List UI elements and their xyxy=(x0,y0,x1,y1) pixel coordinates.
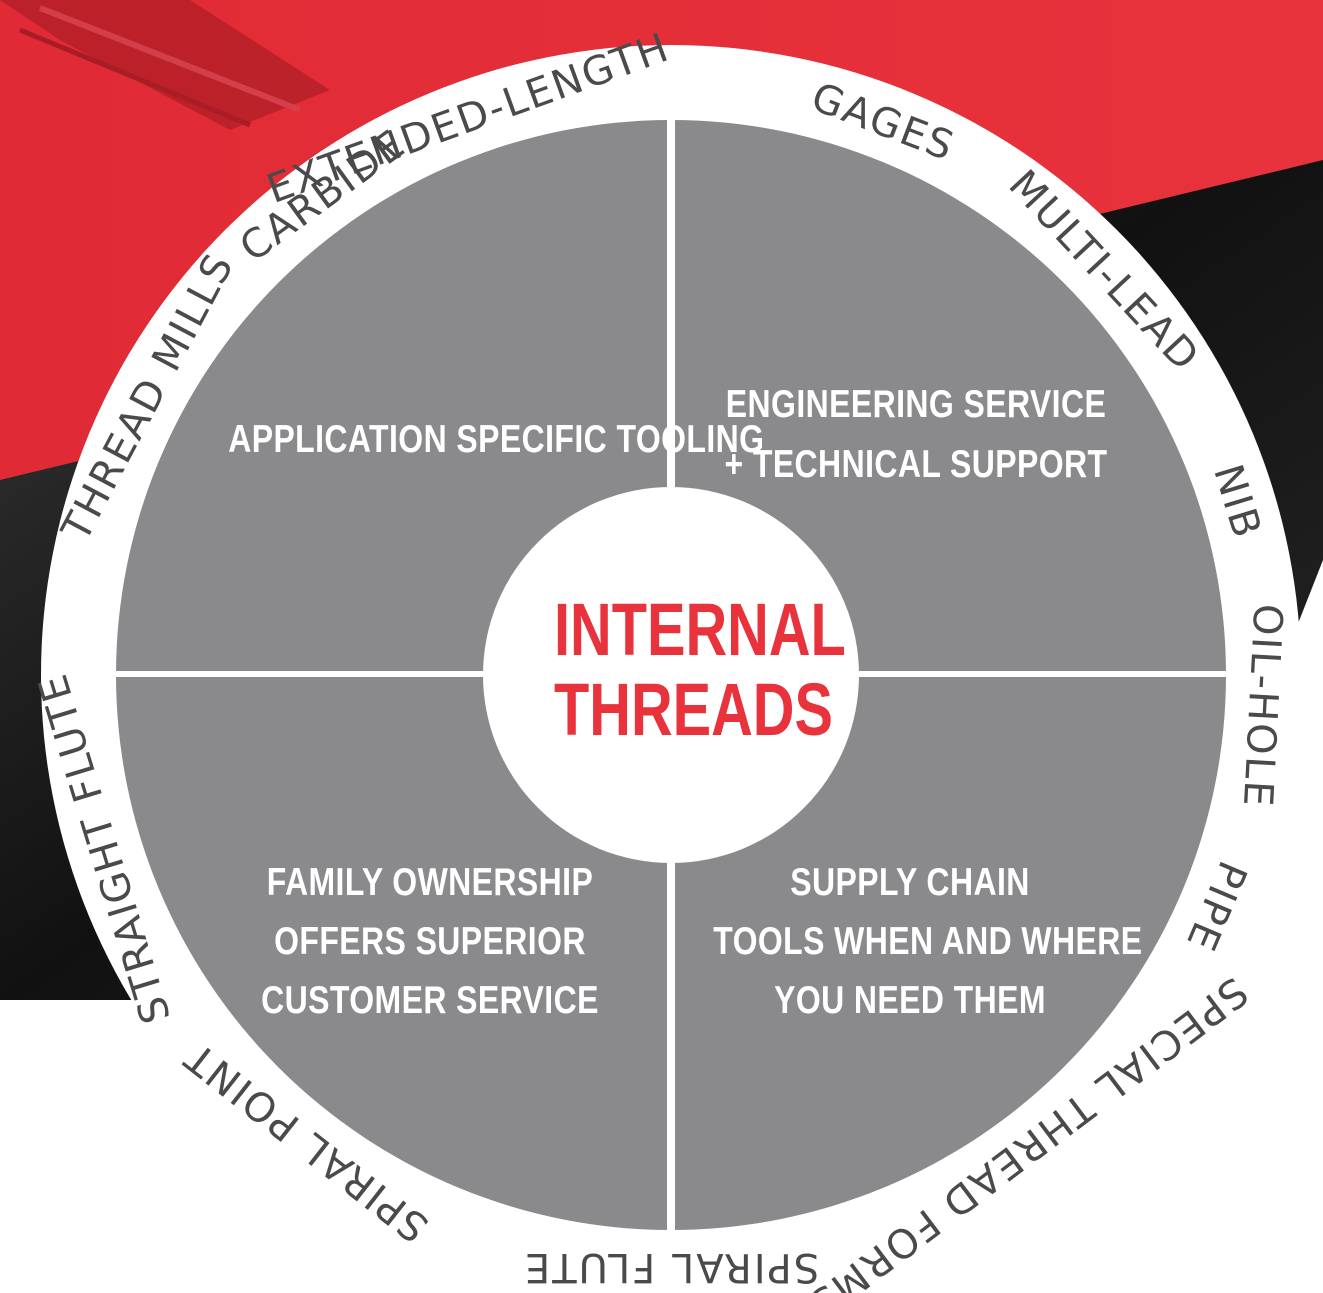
tap-tool-image xyxy=(0,0,330,130)
quadrant-line: SUPPLY CHAIN xyxy=(790,861,1030,904)
center-circle xyxy=(483,487,859,863)
quadrant-bottom-left-text: FAMILY OWNERSHIP OFFERS SUPERIOR CUSTOME… xyxy=(233,853,627,1030)
quadrant-line: OFFERS SUPERIOR xyxy=(274,920,586,963)
quadrant-line: APPLICATION SPECIFIC TOOLING xyxy=(228,418,765,461)
quadrant-top-right-text: ENGINEERING SERVICE + TECHNICAL SUPPORT xyxy=(719,375,1113,495)
center-title: INTERNAL THREADS xyxy=(554,588,846,751)
quadrant-line: CUSTOMER SERVICE xyxy=(261,979,599,1022)
quadrant-line: TOOLS WHEN AND WHERE xyxy=(713,920,1143,963)
quadrant-top-left-text: APPLICATION SPECIFIC TOOLING xyxy=(228,410,765,470)
center-title-line: INTERNAL xyxy=(554,588,846,671)
quadrant-line: + TECHNICAL SUPPORT xyxy=(724,443,1108,486)
ring-label: OIL-HOLE xyxy=(1234,603,1291,810)
quadrant-line: FAMILY OWNERSHIP xyxy=(266,861,594,904)
ring-label: SPIRAL FLUTE xyxy=(523,1244,819,1290)
quadrant-line: YOU NEED THEM xyxy=(774,979,1046,1022)
center-title-line: THREADS xyxy=(554,668,833,751)
quadrant-bottom-right-text: SUPPLY CHAIN TOOLS WHEN AND WHERE YOU NE… xyxy=(713,853,1143,1030)
quadrant-line: ENGINEERING SERVICE xyxy=(725,383,1107,426)
